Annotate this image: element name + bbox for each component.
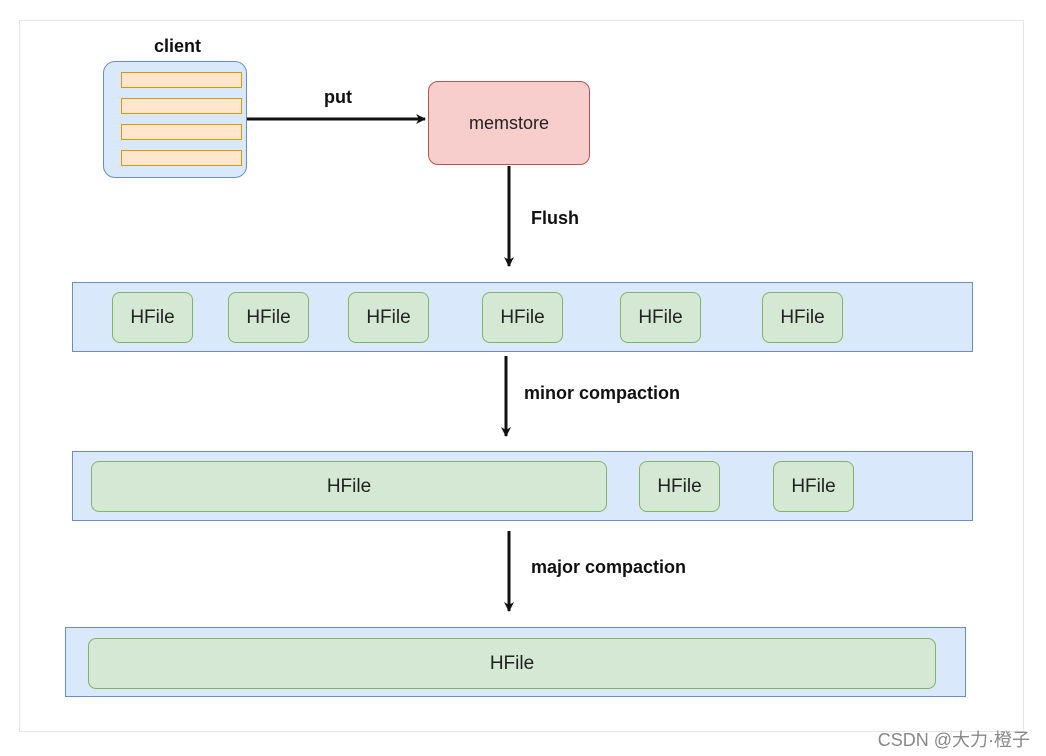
hfile-box: HFile xyxy=(762,292,843,343)
hfile-box: HFile xyxy=(773,461,854,512)
hfile-label: HFile xyxy=(638,306,683,328)
hfile-box: HFile xyxy=(620,292,701,343)
client-row xyxy=(121,72,242,88)
merged-hfile-box: HFile xyxy=(88,638,936,689)
memstore-box: memstore xyxy=(428,81,590,165)
minor-compaction-label: minor compaction xyxy=(524,383,681,403)
hfile-box: HFile xyxy=(348,292,429,343)
client-row xyxy=(121,98,242,114)
client-row xyxy=(121,124,242,140)
put-label: put xyxy=(324,87,352,107)
hfile-box: HFile xyxy=(112,292,193,343)
hfile-label: HFile xyxy=(326,475,372,497)
hfile-label: HFile xyxy=(366,306,411,328)
hfile-label: HFile xyxy=(657,475,702,497)
hfile-label: HFile xyxy=(791,475,836,497)
watermark: CSDN @大力·橙子 xyxy=(877,730,1030,750)
memstore-label: memstore xyxy=(468,112,549,133)
client-label: client xyxy=(153,36,201,56)
major-compaction-label: major compaction xyxy=(531,557,687,577)
diagram-frame xyxy=(19,20,1024,732)
flush-label: Flush xyxy=(531,208,579,228)
hfile-label: HFile xyxy=(246,306,291,328)
major-stage-bar: HFile xyxy=(65,627,966,697)
merged-hfile-box: HFile xyxy=(91,461,607,512)
hfile-label: HFile xyxy=(500,306,545,328)
hfile-label: HFile xyxy=(130,306,175,328)
client-row xyxy=(121,150,242,166)
hfile-box: HFile xyxy=(639,461,720,512)
hfile-box: HFile xyxy=(482,292,563,343)
hfile-box: HFile xyxy=(228,292,309,343)
hfile-label: HFile xyxy=(780,306,825,328)
minor-stage-bar: HFile HFile HFile xyxy=(72,451,973,521)
client-box xyxy=(103,61,247,178)
hfile-label: HFile xyxy=(489,652,535,674)
flush-stage-bar: HFile HFile HFile HFile HFile HFile xyxy=(72,282,973,352)
